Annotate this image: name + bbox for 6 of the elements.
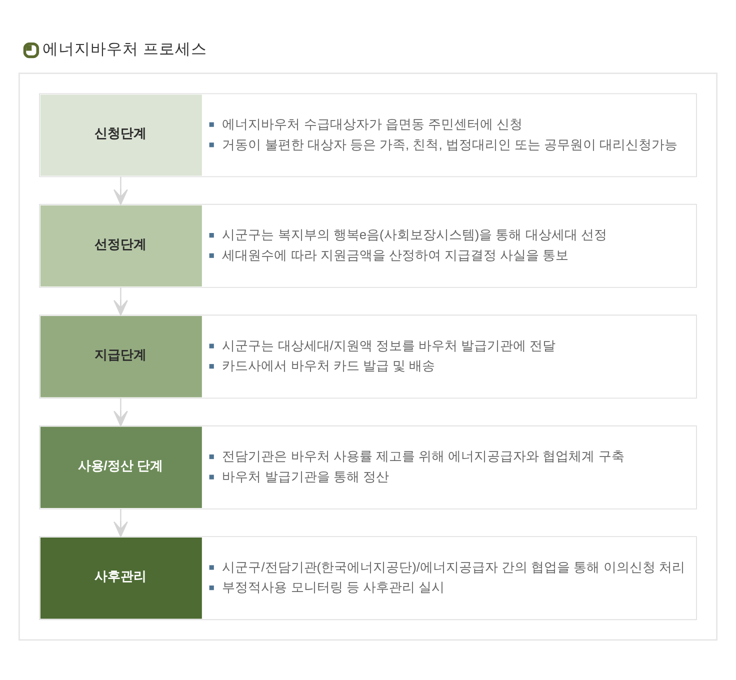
cluster [18, 72, 718, 640]
arrow [114, 398, 128, 426]
arrow [114, 176, 128, 204]
arrow [114, 508, 128, 537]
arrow [114, 286, 128, 316]
diagram-title: 에너지바우처 프로세스 [42, 40, 208, 58]
